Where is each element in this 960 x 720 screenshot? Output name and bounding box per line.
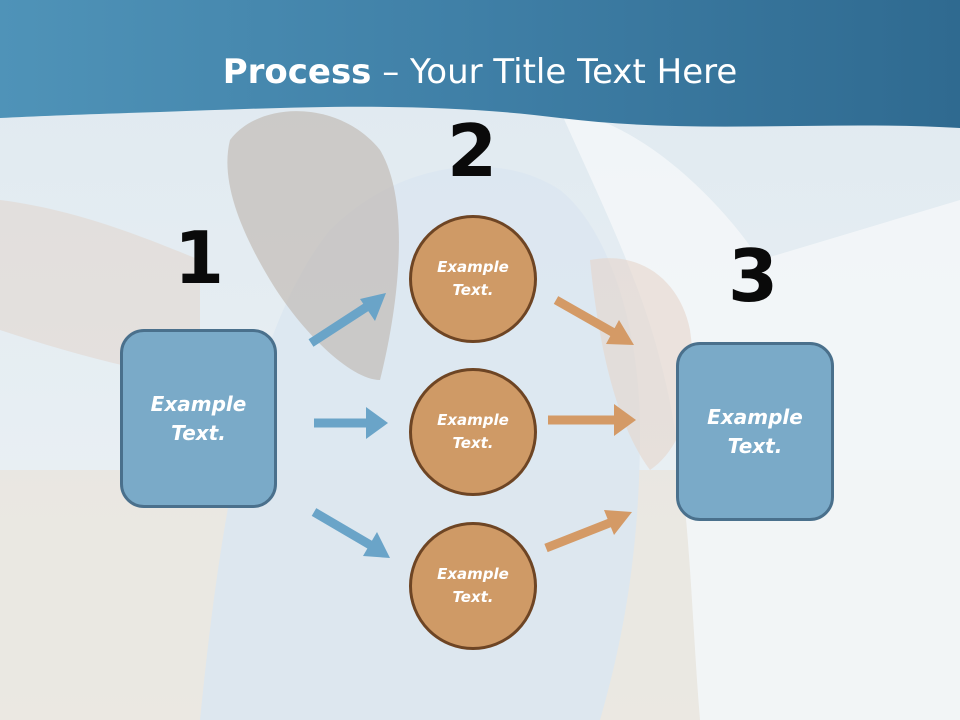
title-bold-word: Process <box>222 52 372 92</box>
result-box-text: Example Text. <box>707 404 803 458</box>
title-rest: – Your Title Text Here <box>371 52 738 92</box>
arrow-left-to-bottom <box>311 508 390 558</box>
process-circle-middle: Example Text. <box>409 368 537 496</box>
arrow-middle-to-right <box>548 404 636 436</box>
arrow-left-to-middle <box>314 407 388 439</box>
result-box: Example Text. <box>676 342 834 521</box>
process-circle-top: Example Text. <box>409 215 537 343</box>
start-box: Example Text. <box>120 329 277 508</box>
arrow-bottom-to-right <box>544 510 632 553</box>
arrow-left-to-top <box>308 293 386 347</box>
slide-title: Process – Your Title Text Here <box>0 52 960 92</box>
step-number-2: 2 <box>446 109 498 193</box>
circle-top-text: Example Text. <box>437 258 509 299</box>
arrow-top-to-right <box>553 296 634 345</box>
step-number-3: 3 <box>727 234 779 318</box>
start-box-text: Example Text. <box>150 391 247 445</box>
step-number-1: 1 <box>173 216 225 300</box>
circle-middle-text: Example Text. <box>437 411 509 452</box>
circle-bottom-text: Example Text. <box>437 565 509 606</box>
process-circle-bottom: Example Text. <box>409 522 537 650</box>
